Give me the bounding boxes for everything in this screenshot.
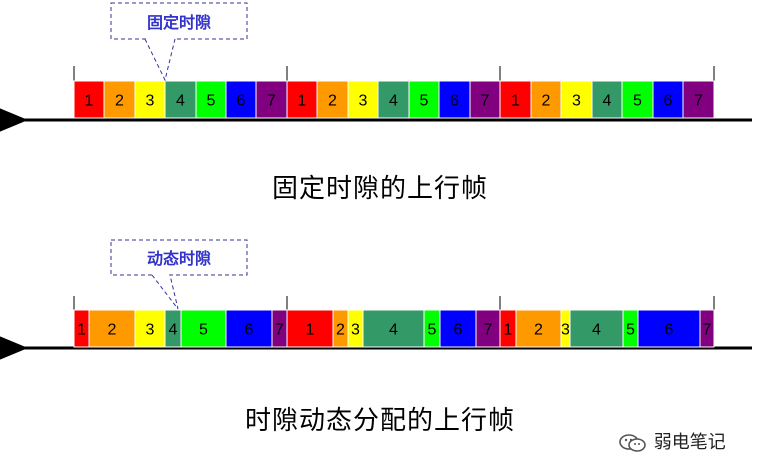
time-slot-label: 5 bbox=[207, 92, 216, 109]
fixed-frame-caption: 固定时隙的上行帧 bbox=[271, 174, 488, 204]
time-slot-label: 2 bbox=[108, 321, 117, 338]
time-slot-3 bbox=[134, 309, 166, 348]
fixed-slot-group: 1 2 3 4 5 6 7 1 2 3 4 5 6 7 1 2 3 4 5 6 7 bbox=[73, 80, 715, 119]
time-slot-label: 3 bbox=[572, 92, 581, 109]
time-slot-label: 4 bbox=[389, 321, 398, 338]
time-slot-label: 5 bbox=[633, 92, 642, 109]
dynamic-callout-label: 动态时隙 bbox=[147, 249, 211, 268]
time-slot-label: 3 bbox=[359, 92, 368, 109]
time-slot-label: 2 bbox=[542, 92, 551, 109]
dynamic-frame-caption: 时隙动态分配的上行帧 bbox=[244, 406, 515, 436]
time-slot-4 bbox=[569, 309, 624, 348]
time-slot-label: 5 bbox=[626, 321, 635, 338]
time-slot-2 bbox=[530, 80, 562, 119]
time-slot-label: 7 bbox=[694, 92, 703, 109]
time-slot-4 bbox=[362, 309, 425, 348]
time-slot-5 bbox=[180, 309, 227, 348]
fixed-callout: 固定时隙 bbox=[110, 2, 248, 82]
time-slot-4 bbox=[164, 80, 197, 119]
time-slot-label: 1 bbox=[511, 92, 520, 109]
time-slot-1 bbox=[499, 80, 532, 119]
time-slot-label: 1 bbox=[77, 321, 86, 338]
time-slot-1 bbox=[286, 309, 334, 348]
time-slot-label: 7 bbox=[484, 321, 493, 338]
time-slot-4 bbox=[377, 80, 410, 119]
time-slot-label: 6 bbox=[450, 92, 459, 109]
time-slot-6 bbox=[225, 80, 257, 119]
time-slot-4 bbox=[591, 80, 623, 119]
time-slot-1 bbox=[286, 80, 318, 119]
watermark: 弱电笔记 bbox=[618, 428, 726, 454]
time-slot-label: 2 bbox=[328, 92, 337, 109]
time-slot-label: 4 bbox=[389, 92, 398, 109]
wechat-icon bbox=[619, 434, 646, 452]
time-slot-5 bbox=[621, 80, 654, 119]
time-slot-7 bbox=[682, 80, 715, 119]
time-slot-2 bbox=[515, 309, 562, 348]
fixed-slot-frame: 1 2 3 4 5 6 7 1 2 3 4 5 6 7 1 2 3 4 5 6 7 固定时隙 bbox=[0, 2, 752, 135]
watermark-text: 弱电笔记 bbox=[653, 432, 726, 453]
time-slot-label: 2 bbox=[115, 92, 124, 109]
time-slot-label: 6 bbox=[237, 92, 246, 109]
time-slot-label: 3 bbox=[351, 321, 360, 338]
time-slot-5 bbox=[408, 80, 440, 119]
time-slot-label: 3 bbox=[146, 321, 155, 338]
time-slot-label: 3 bbox=[146, 92, 155, 109]
time-slot-label: 6 bbox=[245, 321, 254, 338]
time-slot-label: 7 bbox=[481, 92, 490, 109]
time-slot-7 bbox=[469, 80, 501, 119]
time-slot-label: 7 bbox=[267, 92, 276, 109]
time-slot-7 bbox=[699, 309, 715, 348]
time-slot-label: 2 bbox=[534, 321, 543, 338]
time-slot-label: 4 bbox=[603, 92, 612, 109]
time-slot-label: 4 bbox=[176, 92, 185, 109]
time-slot-label: 1 bbox=[85, 92, 94, 109]
time-slot-label: 4 bbox=[169, 321, 178, 338]
fixed-callout-label: 固定时隙 bbox=[147, 13, 211, 32]
time-slot-3 bbox=[560, 80, 593, 119]
time-slot-label: 1 bbox=[298, 92, 307, 109]
time-slot-label: 2 bbox=[336, 321, 345, 338]
time-slot-2 bbox=[88, 309, 136, 348]
time-slot-label: 1 bbox=[504, 321, 513, 338]
time-slot-label: 7 bbox=[703, 321, 712, 338]
time-slot-label: 7 bbox=[275, 321, 284, 338]
time-slot-label: 6 bbox=[664, 92, 673, 109]
time-slot-label: 1 bbox=[306, 321, 315, 338]
time-slot-label: 3 bbox=[561, 321, 570, 338]
dynamic-callout: 动态时隙 bbox=[110, 239, 248, 310]
time-slot-2 bbox=[103, 80, 136, 119]
time-slot-6 bbox=[438, 80, 471, 119]
time-slot-label: 5 bbox=[420, 92, 429, 109]
time-slot-5 bbox=[195, 80, 227, 119]
time-slot-6 bbox=[225, 309, 273, 348]
time-slot-3 bbox=[134, 80, 166, 119]
time-slot-label: 5 bbox=[199, 321, 208, 338]
time-slot-label: 6 bbox=[665, 321, 674, 338]
time-slot-label: 4 bbox=[592, 321, 601, 338]
time-slot-6 bbox=[652, 80, 684, 119]
time-slot-label: 5 bbox=[428, 321, 437, 338]
time-slot-label: 6 bbox=[454, 321, 463, 338]
